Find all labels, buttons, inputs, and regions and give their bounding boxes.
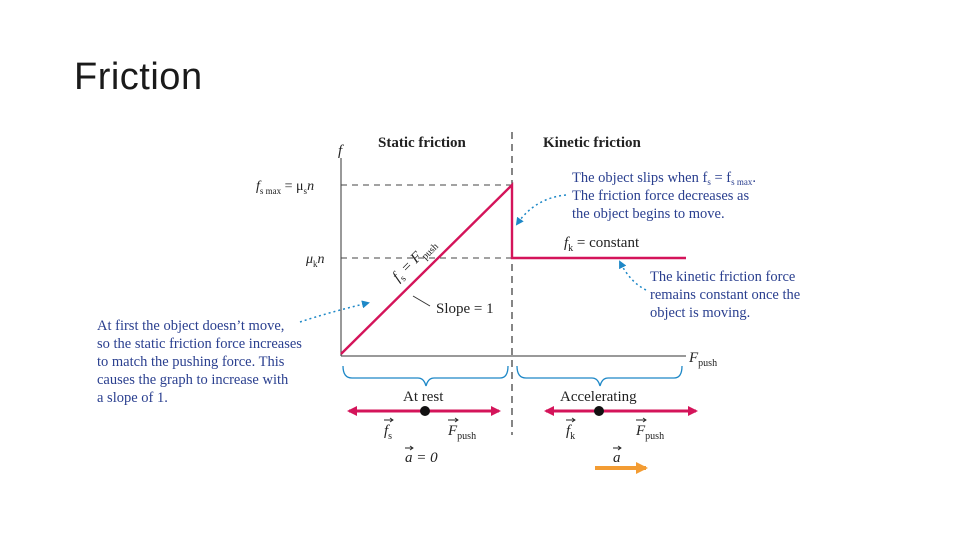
object-dot-rest: [420, 406, 430, 416]
vector-hat-icon: [384, 417, 394, 423]
slip-annotation-line-1: The object slips when fs = fs max.: [572, 170, 756, 187]
accel-zero-label: a = 0: [405, 450, 438, 466]
y-axis-label: f: [338, 143, 344, 159]
vector-hat-icon: [448, 417, 459, 423]
vector-hat-icon: [613, 445, 622, 451]
accel-brace: [516, 365, 683, 387]
kinetic-pointer-arrow: [619, 260, 647, 291]
x-axis-label: Fpush: [688, 350, 717, 369]
vector-hat-icon: [405, 445, 414, 451]
rest-pointer-arrow: [299, 300, 370, 323]
vector-hat-icon: [566, 417, 576, 423]
rest-annotation-line-4: causes the graph to increase with: [97, 372, 289, 388]
accel-label: a: [613, 450, 621, 466]
fk-vector-label: fk: [566, 423, 575, 442]
kinetic-constant-label: fk = constant: [564, 235, 640, 254]
fsmax-tick-label: fs max = μsn: [256, 179, 314, 196]
slip-annotation-line-2: The friction force decreases as: [572, 188, 749, 204]
muk-tick-label: μkn: [305, 252, 325, 269]
kinetic-annotation-line-3: object is moving.: [650, 305, 750, 321]
slope-label: Slope = 1: [436, 301, 494, 317]
rest-annotation-line-5: a slope of 1.: [97, 390, 168, 406]
object-dot-accel: [594, 406, 604, 416]
friction-curve: [340, 182, 686, 355]
slope-leader-line: [412, 295, 431, 307]
rest-annotation-line-1: At first the object doesn’t move,: [97, 318, 284, 334]
region-at-rest-label: At rest: [403, 389, 444, 405]
region-accelerating-label: Accelerating: [560, 389, 637, 405]
fpush-rest-label: Fpush: [447, 423, 476, 442]
header-kinetic: Kinetic friction: [543, 135, 642, 151]
header-static: Static friction: [378, 135, 467, 151]
slide-title: Friction: [74, 56, 203, 98]
slip-annotation-line-3: the object begins to move.: [572, 206, 725, 222]
kinetic-annotation-line-1: The kinetic friction force: [650, 269, 795, 285]
fpush-accel-label: Fpush: [635, 423, 664, 442]
rest-annotation-line-2: so the static friction force increases: [97, 336, 302, 352]
fs-vector-label: fs: [384, 423, 392, 442]
rest-brace: [342, 365, 509, 387]
kinetic-annotation-line-2: remains constant once the: [650, 287, 800, 303]
rest-annotation-line-3: to match the pushing force. This: [97, 354, 285, 370]
slip-pointer-arrow: [515, 194, 567, 226]
vector-hat-icon: [636, 417, 647, 423]
